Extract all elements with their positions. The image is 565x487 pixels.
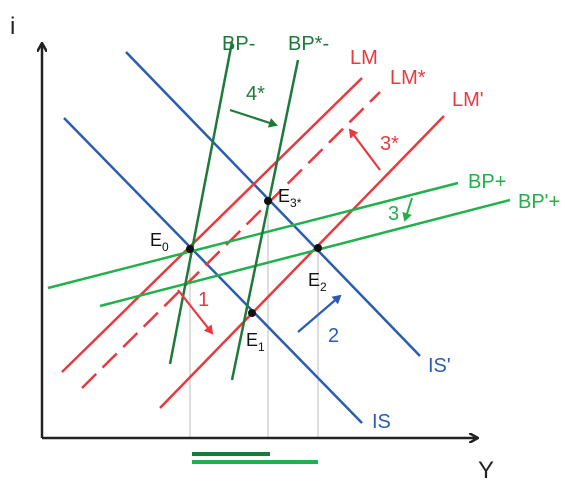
- arrow-step-3-star: [348, 128, 381, 171]
- bp-prime-plus-label: BP'+: [518, 191, 560, 213]
- point-e1: [248, 309, 256, 317]
- lm-prime-label: LM': [452, 89, 484, 111]
- point-e0: [186, 245, 194, 253]
- e2-label: E2: [308, 270, 327, 294]
- point-e2: [314, 244, 322, 252]
- lm-prime-curve: [159, 115, 445, 409]
- is-prime-curve: [125, 51, 421, 357]
- bp-star-minus-label: BP*-: [288, 33, 329, 55]
- x-axis-label: Y: [478, 457, 494, 484]
- bp-prime-plus-curve: [99, 198, 511, 308]
- e1-label: E1: [246, 330, 265, 354]
- step-3-star-label: 3*: [380, 133, 399, 155]
- arrow-step-4-star: [229, 108, 278, 128]
- lm-curve: [61, 77, 363, 373]
- lm-label: LM: [350, 47, 378, 69]
- bp-minus-label: BP-: [222, 33, 255, 55]
- step-2-label: 2: [328, 325, 339, 347]
- bp-star-minus-curve: [230, 59, 300, 381]
- is-label: IS: [372, 411, 391, 433]
- is-curve: [63, 117, 363, 424]
- bp-minus-curve: [168, 41, 234, 365]
- y-axis-label: i: [10, 13, 15, 40]
- step-4-star-label: 4*: [246, 83, 265, 105]
- arrow-step-2: [297, 294, 342, 333]
- arrow-step-3: [402, 197, 413, 222]
- bp-plus-label: BP+: [468, 171, 506, 193]
- step-3-label: 3: [388, 203, 399, 225]
- lm-star-label: LM*: [390, 67, 426, 89]
- is-prime-label: IS': [428, 355, 451, 377]
- bp-plus-curve: [47, 181, 459, 290]
- e0-label: E0: [150, 230, 169, 254]
- arrow-step-1: [177, 289, 214, 335]
- e3-label: E3*: [278, 186, 302, 210]
- point-e3: [264, 197, 272, 205]
- step-1-label: 1: [198, 289, 209, 311]
